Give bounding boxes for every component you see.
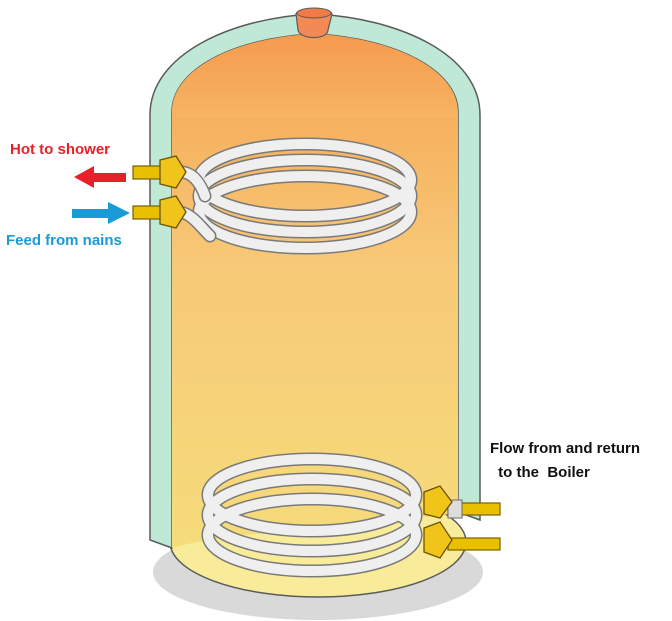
upper-pipes	[132, 155, 187, 229]
arrow-left-icon	[74, 166, 126, 188]
lower-coil	[201, 452, 423, 578]
boiler-pipes	[423, 485, 501, 559]
cylinder-dome	[172, 34, 458, 118]
boiler-flow-label-line1: Flow from and return	[490, 440, 640, 457]
feed-from-mains-label: Feed from nains	[6, 232, 122, 249]
upper-coil	[173, 137, 418, 255]
hot-to-shower-label: Hot to shower	[10, 141, 110, 158]
arrow-right-icon	[72, 202, 130, 224]
boiler-flow-label-line2: to the Boiler	[494, 464, 590, 481]
